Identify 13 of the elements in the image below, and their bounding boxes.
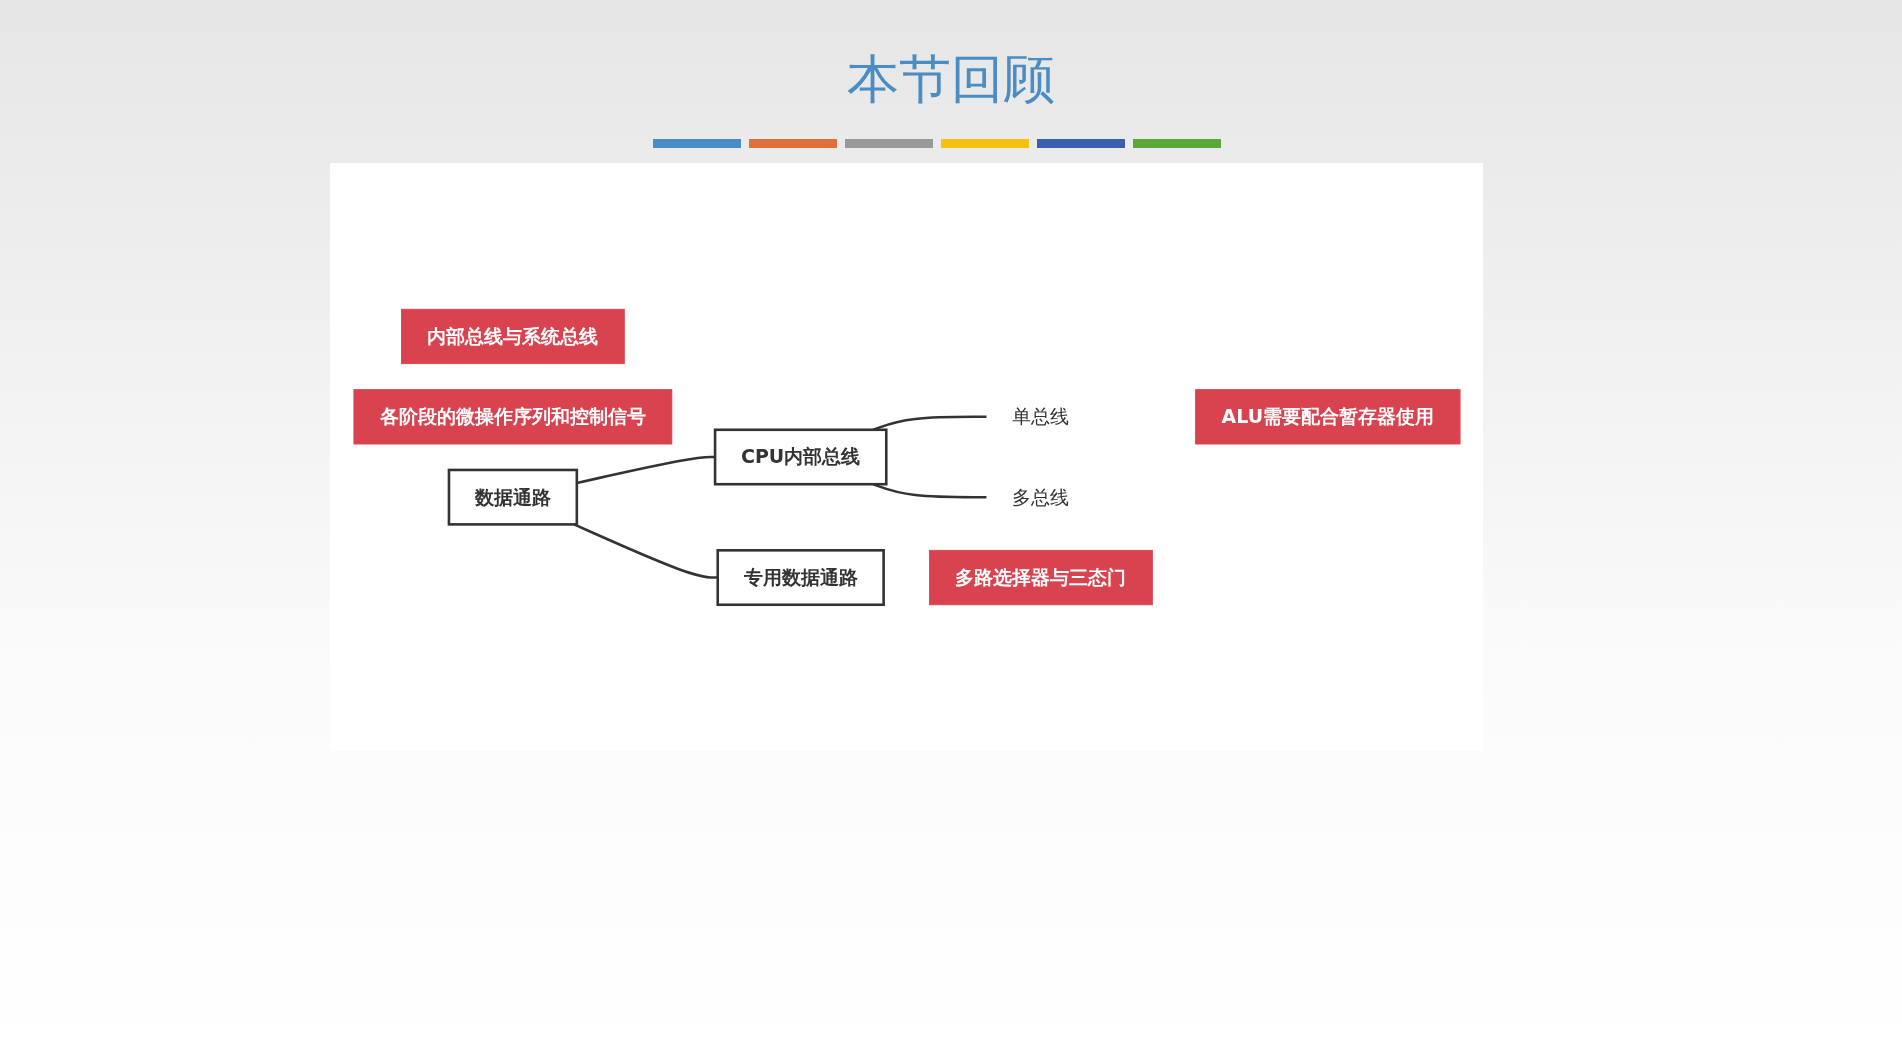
title: 本节回顾 bbox=[846, 48, 1056, 111]
node-box bbox=[400, 308, 625, 365]
node-box bbox=[353, 389, 672, 445]
node-box bbox=[447, 468, 578, 526]
node-text: 单总线 bbox=[1011, 406, 1069, 428]
node-box bbox=[1194, 389, 1460, 445]
connector bbox=[573, 523, 718, 579]
node-box bbox=[928, 549, 1153, 606]
node-text: 多总线 bbox=[1011, 486, 1069, 508]
connector bbox=[576, 455, 715, 485]
node-box bbox=[715, 549, 885, 607]
node-box bbox=[713, 428, 888, 486]
slide-panel: 内部总线与系统总线 各阶段的微操作序列和控制信号 数据通路 CPU内部总线 专用数据通路 单总线 多总线 ALU需要配合暂存器使用 多路选择器与三态门 bbox=[330, 163, 1483, 751]
